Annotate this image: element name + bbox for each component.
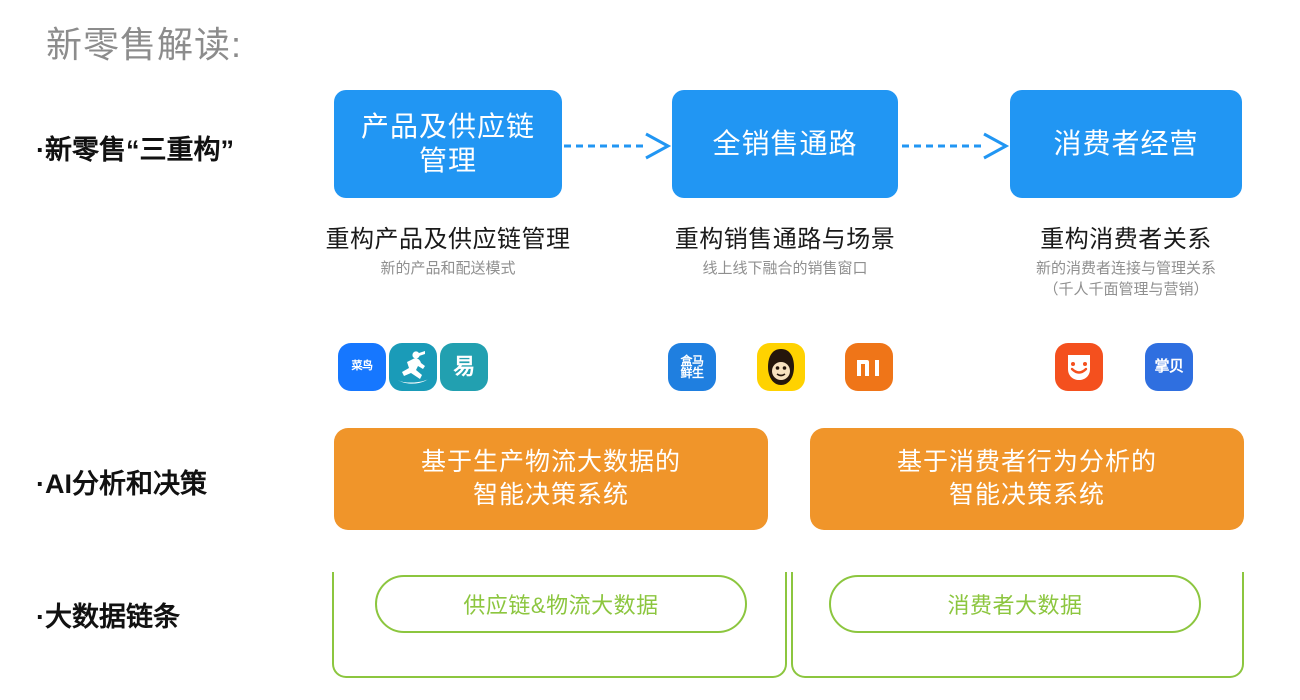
caption-sub-line: 线上线下融合的销售窗口 — [702, 260, 868, 278]
row-label-ai-analysis: ·AI分析和决策 — [36, 469, 207, 499]
page-title: 新零售解读: — [46, 24, 243, 65]
hema-xiansheng-logo[interactable]: 盒马 鲜生 — [668, 343, 716, 391]
dada-runner-logo[interactable] — [389, 343, 437, 391]
hema-logo-line1: 盒马 — [680, 354, 704, 368]
ai-box-line2: 智能决策系统 — [948, 481, 1105, 509]
caption-head: 重构产品及供应链管理 — [325, 226, 571, 253]
caption-sub-line: 新的产品和配送模式 — [380, 260, 516, 278]
flow-box-consumer-operation[interactable]: 消费者经营 — [1010, 90, 1242, 198]
ai-box-consumer-behavior[interactable]: 基于消费者行为分析的 智能决策系统 — [810, 428, 1244, 530]
caption-sub-line: 新的消费者连接与管理关系 — [1035, 260, 1216, 278]
yihaodian-logo-text: 易 — [453, 353, 475, 379]
flow-box-sales-channel[interactable]: 全销售通路 — [672, 90, 898, 198]
caption-head: 重构销售通路与场景 — [674, 226, 896, 253]
cainiao-logo-text: 菜鸟 — [351, 360, 374, 373]
zhangbei-logo[interactable]: 掌贝 — [1145, 343, 1193, 391]
dashed-arrow-right-icon — [564, 132, 672, 160]
ai-box-line2: 智能决策系统 — [472, 481, 629, 509]
ai-box-line1: 基于消费者行为分析的 — [896, 447, 1157, 476]
bigdata-pill-consumer[interactable]: 消费者大数据 — [829, 575, 1201, 633]
bigdata-bracket-supply — [332, 572, 787, 678]
caption-sales-channel: 重构销售通路与场景 线上线下融合的销售窗口 — [650, 224, 920, 279]
zhangbei-logo-text: 掌贝 — [1154, 358, 1184, 376]
caption-head: 重构消费者关系 — [1040, 226, 1212, 253]
flow-box-line1: 消费者经营 — [1053, 127, 1199, 159]
flow-box-line1: 全销售通路 — [712, 127, 858, 159]
row-label-bigdata-chain: ·大数据链条 — [36, 602, 180, 632]
smile-face-glyph-icon — [1068, 355, 1090, 380]
mi-glyph-icon — [857, 360, 879, 376]
bigdata-bracket-consumer — [791, 572, 1244, 678]
hema-logo-line2: 鲜生 — [680, 366, 704, 380]
hema-logo-text: 盒马 鲜生 — [680, 354, 704, 380]
xingbianli-monkey-logo[interactable] — [757, 343, 805, 391]
xiaomi-logo[interactable] — [845, 343, 893, 391]
bigdata-pill-supply-logistics[interactable]: 供应链&物流大数据 — [375, 575, 747, 633]
dashed-arrow-right-icon — [902, 132, 1010, 160]
row-label-three-reconstructions: ·新零售“三重构” — [36, 135, 234, 165]
flow-box-line2: 管理 — [418, 145, 477, 176]
monkey-glyph-icon — [768, 349, 794, 385]
flow-box-line1: 产品及供应链 — [360, 110, 535, 142]
flow-box-supply-chain[interactable]: 产品及供应链 管理 — [334, 90, 562, 198]
cainiao-logo[interactable]: 菜鸟 — [338, 343, 386, 391]
ai-box-production-logistics[interactable]: 基于生产物流大数据的 智能决策系统 — [334, 428, 768, 530]
caption-consumer-relation: 重构消费者关系 新的消费者连接与管理关系 （千人千面管理与营销） — [980, 224, 1272, 301]
caption-supply-chain: 重构产品及供应链管理 新的产品和配送模式 — [308, 224, 588, 279]
yihaodian-logo[interactable]: 易 — [440, 343, 488, 391]
ai-box-line1: 基于生产物流大数据的 — [420, 447, 681, 476]
caption-sub-line: （千人千面管理与营销） — [1043, 281, 1209, 299]
smile-face-logo[interactable] — [1055, 343, 1103, 391]
runner-glyph-icon — [398, 351, 428, 384]
